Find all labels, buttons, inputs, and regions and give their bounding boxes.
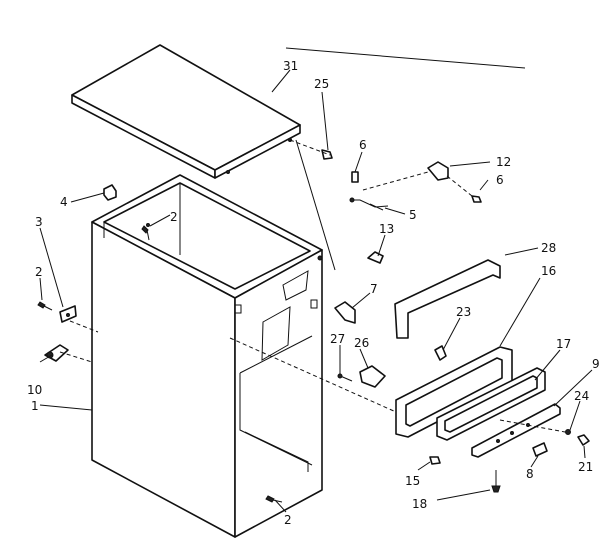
screw-part-15 [429,456,441,465]
callout-7: 7 [370,282,378,296]
connector-part-12 [427,161,449,181]
screw-part-25 [321,149,333,160]
screw-parts-2 [37,225,283,503]
callout-2-top: 2 [170,210,178,224]
callout-25: 25 [314,77,329,91]
switch-part-10 [44,344,69,362]
callout-labels: 31 25 6 12 6 5 13 4 3 2 2 28 16 7 23 27 … [27,59,600,527]
screw-part-18 [491,470,501,493]
bracket-part-3 [59,305,77,323]
knob-parts-24-21 [565,429,590,446]
callout-21: 21 [578,460,593,474]
cabinet-part [91,174,323,538]
callout-1: 1 [31,399,39,413]
screw-parts-6 [351,171,482,203]
panel-part-17 [436,367,546,441]
callout-13: 13 [379,222,394,236]
screw-part-27 [337,373,353,382]
callout-5: 5 [409,208,417,222]
top-lid-part [71,44,301,179]
clamp-part-7 [334,301,356,324]
callout-23: 23 [456,305,471,319]
switch-part-26 [359,365,386,388]
label-part-8 [532,442,548,457]
nameplate-part-9 [471,403,561,458]
callout-3: 3 [35,215,43,229]
callout-15: 15 [405,474,420,488]
callout-2-bottom: 2 [284,513,292,527]
callout-2-left: 2 [35,265,43,279]
callout-6-right: 6 [496,173,504,187]
callout-6-upper: 6 [359,138,367,152]
callout-27: 27 [330,332,345,346]
callout-28: 28 [541,241,556,255]
leader-lines [39,69,593,513]
callout-17: 17 [556,337,571,351]
grommet-part-13 [367,251,384,264]
callout-24: 24 [574,389,589,403]
callout-26: 26 [354,336,369,350]
callout-9: 9 [592,357,600,371]
callout-12: 12 [496,155,511,169]
callout-4: 4 [60,195,68,209]
callout-16: 16 [541,264,556,278]
wire-bracket-part-5 [349,197,389,211]
callout-31: 31 [283,59,298,73]
callout-10: 10 [27,383,42,397]
callout-8: 8 [526,467,534,481]
handle-part-28 [394,259,501,339]
callout-18: 18 [412,497,427,511]
header-rule [285,47,526,69]
clip-part-4 [103,184,117,201]
